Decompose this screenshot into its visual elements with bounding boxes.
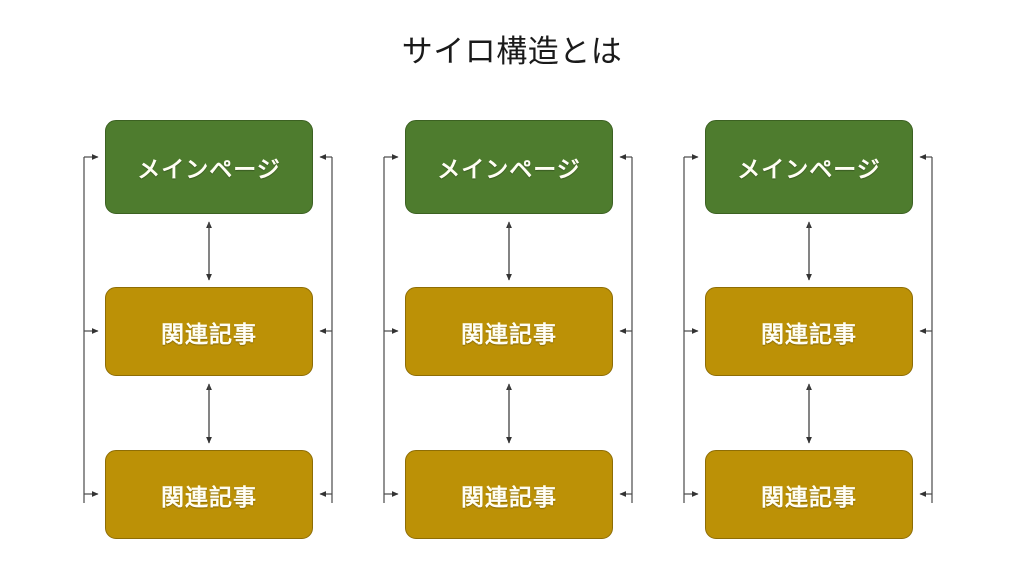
node-label: メインページ xyxy=(737,157,881,183)
node-label: 関連記事 xyxy=(461,484,557,511)
silo-column-1: メインページ 関連記事 関連記事 xyxy=(78,110,348,555)
node-label: メインページ xyxy=(137,157,281,183)
node-label: メインページ xyxy=(437,157,581,183)
silo-column-2: メインページ 関連記事 関連記事 xyxy=(378,110,648,555)
node-related-article-2[interactable]: 関連記事 xyxy=(705,450,913,539)
node-related-article-2[interactable]: 関連記事 xyxy=(105,450,313,539)
node-related-article-1[interactable]: 関連記事 xyxy=(705,287,913,376)
node-main-page[interactable]: メインページ xyxy=(405,120,613,214)
node-label: 関連記事 xyxy=(161,484,257,511)
node-label: 関連記事 xyxy=(761,484,857,511)
page-title: サイロ構造とは xyxy=(401,34,623,70)
node-label: 関連記事 xyxy=(161,321,257,348)
node-label: 関連記事 xyxy=(461,321,557,348)
silo-column-3: メインページ 関連記事 関連記事 xyxy=(678,110,948,555)
node-related-article-1[interactable]: 関連記事 xyxy=(405,287,613,376)
node-label: 関連記事 xyxy=(761,321,857,348)
node-related-article-1[interactable]: 関連記事 xyxy=(105,287,313,376)
node-main-page[interactable]: メインページ xyxy=(705,120,913,214)
node-main-page[interactable]: メインページ xyxy=(105,120,313,214)
node-related-article-2[interactable]: 関連記事 xyxy=(405,450,613,539)
